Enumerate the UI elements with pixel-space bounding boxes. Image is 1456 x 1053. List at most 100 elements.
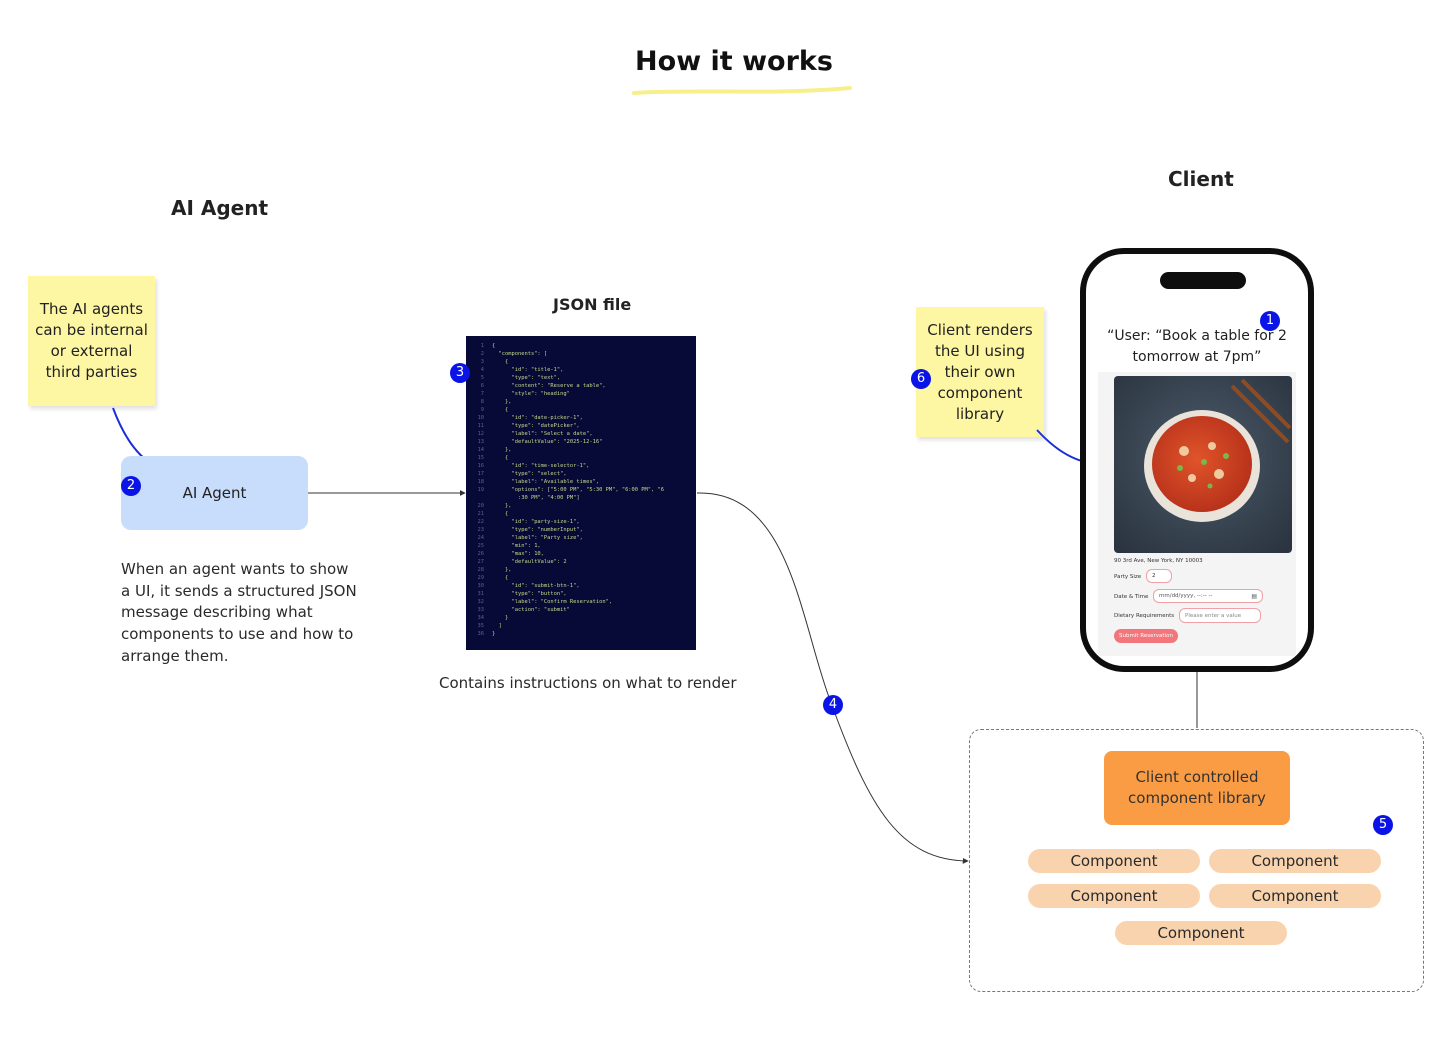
line-number: 9 bbox=[480, 407, 484, 413]
code-line: 3 { bbox=[472, 358, 690, 366]
line-number: 22 bbox=[477, 519, 485, 525]
line-number: 20 bbox=[477, 503, 485, 509]
code-line: 2 "components": [ bbox=[472, 350, 690, 358]
dietary-label: Dietary Requirements bbox=[1114, 613, 1175, 619]
line-number: 30 bbox=[477, 583, 485, 589]
food-image bbox=[1114, 376, 1292, 553]
ai-agent-box: AI Agent bbox=[121, 456, 308, 530]
code-line: 13 "defaultValue": "2025-12-16" bbox=[472, 438, 690, 446]
calendar-icon: ▤ bbox=[1251, 592, 1257, 600]
code-line: 31 "type": "button", bbox=[472, 590, 690, 598]
rendered-app: 90 3rd Ave, New York, NY 10003 Party Siz… bbox=[1098, 372, 1296, 656]
client-library-box: Client controlled component library bbox=[1104, 751, 1290, 825]
code-line: 18 "label": "Available times", bbox=[472, 478, 690, 486]
submit-reservation-button[interactable]: Submit Reservation bbox=[1114, 629, 1178, 643]
component-pill: Component bbox=[1209, 884, 1381, 908]
line-number: 31 bbox=[477, 591, 485, 597]
datetime-input[interactable]: mm/dd/yyyy, --:-- -- ▤ bbox=[1153, 589, 1263, 603]
agent-heading: AI Agent bbox=[171, 196, 269, 220]
code-text: "components": [ bbox=[492, 351, 548, 357]
code-line: 5 "type": "text", bbox=[472, 374, 690, 382]
code-line: 12 "label": "Select a date", bbox=[472, 430, 690, 438]
component-pill: Component bbox=[1209, 849, 1381, 873]
step-badge-5: 5 bbox=[1373, 815, 1393, 835]
code-text: } bbox=[492, 631, 496, 637]
code-text: "label": "Confirm Reservation", bbox=[492, 599, 613, 605]
code-text: { bbox=[492, 359, 509, 365]
line-number: 35 bbox=[477, 623, 485, 629]
code-text: { bbox=[492, 511, 509, 517]
line-number: 29 bbox=[477, 575, 485, 581]
code-text: "id": "party-size-1", bbox=[492, 519, 580, 525]
code-text: "type": "select", bbox=[492, 471, 567, 477]
code-text: }, bbox=[492, 447, 512, 453]
code-text: }, bbox=[492, 503, 512, 509]
code-text: "defaultValue": "2025-12-16" bbox=[492, 439, 603, 445]
code-line: 24 "label": "Party size", bbox=[472, 534, 690, 542]
code-line: 15 { bbox=[472, 454, 690, 462]
code-text: { bbox=[492, 455, 509, 461]
line-number: 1 bbox=[480, 343, 484, 349]
code-text: "type": "text", bbox=[492, 375, 561, 381]
step-badge-1: 1 bbox=[1260, 311, 1280, 331]
code-line: 20 }, bbox=[472, 502, 690, 510]
code-line: 21 { bbox=[472, 510, 690, 518]
line-number: 33 bbox=[477, 607, 485, 613]
component-pill: Component bbox=[1115, 921, 1287, 945]
line-number: 16 bbox=[477, 463, 485, 469]
line-number: 8 bbox=[480, 399, 484, 405]
code-line: 29 { bbox=[472, 574, 690, 582]
line-number: 13 bbox=[477, 439, 485, 445]
code-text: "min": 1, bbox=[492, 543, 541, 549]
line-number: 6 bbox=[480, 383, 484, 389]
code-text: }, bbox=[492, 567, 512, 573]
line-number: 21 bbox=[477, 511, 485, 517]
line-number: 19 bbox=[477, 487, 485, 493]
code-text: :30 PM", "4:00 PM"] bbox=[492, 495, 580, 501]
code-text: { bbox=[492, 407, 509, 413]
code-line: 6 "content": "Reserve a table", bbox=[472, 382, 690, 390]
title-underline bbox=[632, 86, 852, 95]
code-text: "type": "button", bbox=[492, 591, 567, 597]
line-number: 34 bbox=[477, 615, 485, 621]
user-message: “User: “Book a table for 2 tomorrow at 7… bbox=[1107, 328, 1287, 365]
code-line: 4 "id": "title-1", bbox=[472, 366, 690, 374]
agent-sticky-note: The AI agents can be internal or externa… bbox=[28, 276, 155, 406]
party-size-input[interactable]: 2 bbox=[1146, 569, 1172, 583]
code-line: :30 PM", "4:00 PM"] bbox=[472, 494, 690, 502]
code-line: 23 "type": "numberInput", bbox=[472, 526, 690, 534]
code-text: } bbox=[492, 615, 509, 621]
code-text: { bbox=[492, 575, 509, 581]
code-text: "id": "submit-btn-1", bbox=[492, 583, 580, 589]
json-code-block: 1{2 "components": [3 {4 "id": "title-1",… bbox=[466, 336, 696, 650]
line-number: 14 bbox=[477, 447, 485, 453]
json-caption: Contains instructions on what to render bbox=[439, 674, 737, 692]
code-text: "content": "Reserve a table", bbox=[492, 383, 606, 389]
code-text: "id": "date-picker-1", bbox=[492, 415, 583, 421]
code-line: 9 { bbox=[472, 406, 690, 414]
component-library-container bbox=[969, 729, 1424, 992]
code-line: 1{ bbox=[472, 342, 690, 350]
code-line: 30 "id": "submit-btn-1", bbox=[472, 582, 690, 590]
line-number: 23 bbox=[477, 527, 485, 533]
page-title: How it works bbox=[635, 46, 833, 77]
code-line: 33 "action": "submit" bbox=[472, 606, 690, 614]
line-number: 17 bbox=[477, 471, 485, 477]
line-number: 7 bbox=[480, 391, 484, 397]
code-text: "type": "datePicker", bbox=[492, 423, 580, 429]
client-heading: Client bbox=[1168, 167, 1234, 191]
code-line: 17 "type": "select", bbox=[472, 470, 690, 478]
line-number: 18 bbox=[477, 479, 485, 485]
line-number: 26 bbox=[477, 551, 485, 557]
line-number: 12 bbox=[477, 431, 485, 437]
datetime-value: mm/dd/yyyy, --:-- -- bbox=[1159, 593, 1213, 599]
json-to-library-arrow bbox=[696, 492, 969, 864]
component-pill: Component bbox=[1028, 884, 1200, 908]
agent-description: When an agent wants to show a UI, it sen… bbox=[121, 560, 357, 665]
code-text: "label": "Party size", bbox=[492, 535, 583, 541]
code-text: "type": "numberInput", bbox=[492, 527, 583, 533]
code-text: "max": 10, bbox=[492, 551, 544, 557]
code-text: }, bbox=[492, 399, 512, 405]
code-text: "defaultValue": 2 bbox=[492, 559, 567, 565]
dietary-input[interactable]: Please enter a value bbox=[1179, 608, 1261, 623]
